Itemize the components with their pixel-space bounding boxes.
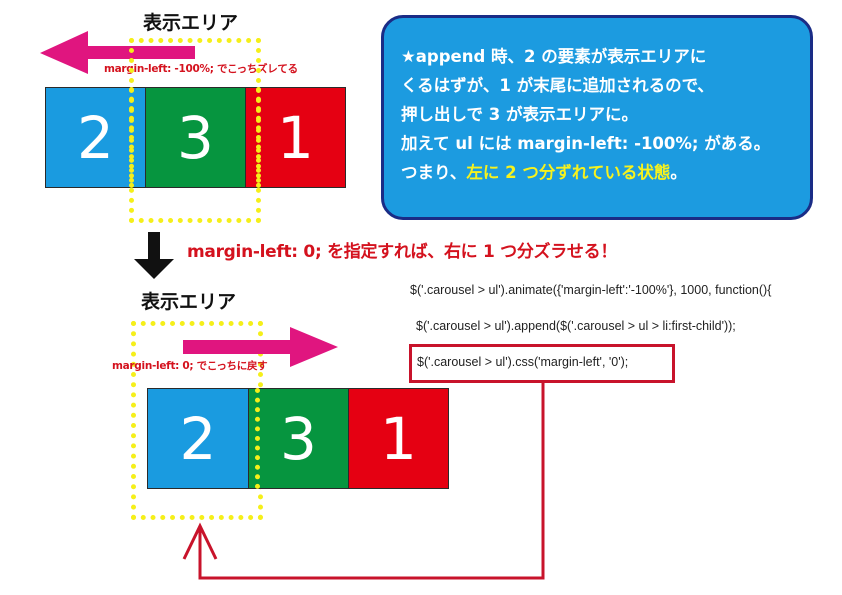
top-margin-note: margin-left: -100%; でこっちズレてる <box>104 63 298 75</box>
bottom-display-area-title: 表示エリア <box>141 291 237 313</box>
explanation-line: 押し出しで 3 が表示エリアに。 <box>401 105 638 124</box>
explanation-line: 加えて ul には margin-left: -100%; がある。 <box>401 134 771 153</box>
bottom-cell-3: 3 <box>248 388 349 489</box>
bottom-margin-note: margin-left: 0; でこっちに戻す <box>112 360 268 372</box>
highlighted-code-box <box>409 344 675 383</box>
explanation-line: ★append 時、2 の要素が表示エリアに <box>401 47 707 66</box>
conclusion-highlight: 左に 2 つ分ずれている状態 <box>466 163 671 182</box>
bottom-display-area-frame-overlay <box>255 388 261 489</box>
top-display-area-title: 表示エリア <box>143 12 239 34</box>
bottom-cell-1: 1 <box>348 388 449 489</box>
top-display-area-frame-overlay <box>129 87 261 188</box>
code-line-animate: $('.carousel > ul').animate({'margin-lef… <box>410 283 772 297</box>
explanation-box: ★append 時、2 の要素が表示エリアに くるはずが、1 が末尾に追加される… <box>381 15 813 220</box>
code-line-append: $('.carousel > ul').append($('.carousel … <box>416 319 736 333</box>
explanation-line: くるはずが、1 が末尾に追加されるので、 <box>401 76 714 95</box>
transition-caption: margin-left: 0; を指定すれば、右に 1 つ分ズラせる！ <box>187 242 618 262</box>
code-line-css: $('.carousel > ul').css('margin-left', '… <box>417 355 629 369</box>
explanation-line-conclusion: つまり、左に 2 つ分ずれている状態。 <box>401 158 810 187</box>
bottom-cell-2: 2 <box>147 388 249 489</box>
top-cell-1: 1 <box>245 87 346 188</box>
conclusion-suffix: 。 <box>670 163 687 182</box>
conclusion-prefix: つまり、 <box>401 163 467 182</box>
